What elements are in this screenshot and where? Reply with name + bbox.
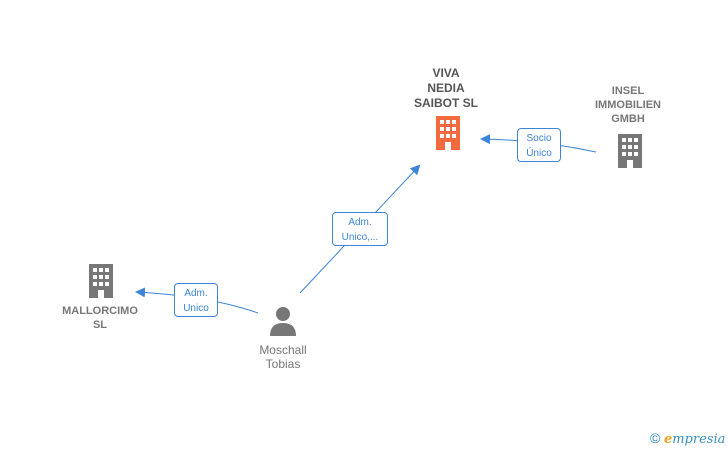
building-icon[interactable] (433, 116, 463, 150)
building-icon[interactable] (86, 264, 116, 298)
node-label-insel: INSEL IMMOBILIEN GMBH (595, 85, 661, 125)
node-label-mallorcimo: MALLORCIMO SL (62, 305, 138, 331)
person-icon[interactable] (268, 306, 298, 336)
edge-label-adm-unico-viva[interactable]: Adm. Unico,... (332, 212, 388, 246)
edge-label-adm-unico-mallorcimo[interactable]: Adm. Unico (174, 283, 218, 317)
building-icon[interactable] (615, 134, 645, 168)
empresia-logo[interactable]: © empresia (650, 430, 725, 447)
brand-e: e (663, 432, 673, 447)
brand-rest: mpresia (672, 432, 726, 447)
node-label-viva: VIVA NEDIA SAIBOT SL (413, 66, 478, 110)
copyright-icon: © (650, 430, 661, 446)
node-label-moschall: Moschall Tobias (259, 343, 307, 371)
edge-label-socio-unico[interactable]: Socio Único (517, 128, 561, 162)
